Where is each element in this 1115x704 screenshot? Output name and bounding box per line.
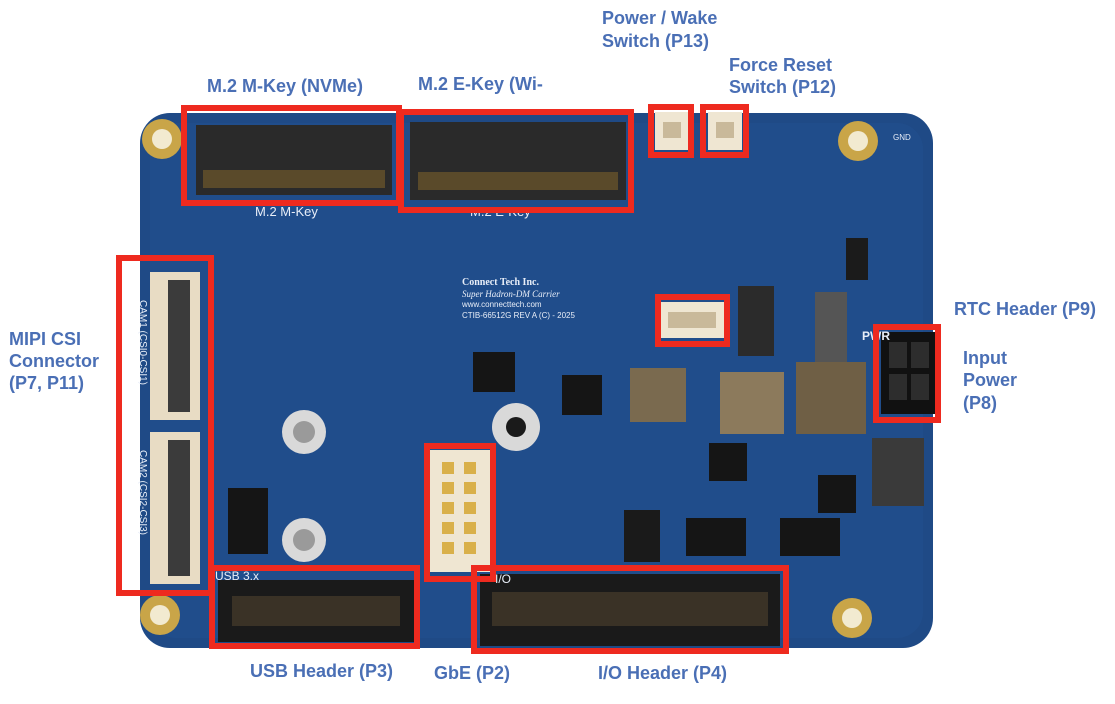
ic-2 xyxy=(562,375,602,415)
highlight-io-header xyxy=(471,565,789,654)
inductor-1 xyxy=(720,372,784,434)
standoff-1 xyxy=(282,410,326,454)
ic-7 xyxy=(780,518,840,556)
gbe-header xyxy=(430,450,490,572)
highlight-input-power xyxy=(873,324,941,423)
ic-1 xyxy=(473,352,515,392)
silk-manufacturer: Connect Tech Inc. xyxy=(462,277,539,288)
ic-10 xyxy=(738,286,774,356)
label-mipi-line2: Connector xyxy=(9,351,99,371)
ic-3 xyxy=(872,438,924,506)
jumper-pins xyxy=(624,510,660,562)
inductor-2 xyxy=(796,362,866,434)
label-m2-mkey: M.2 M-Key (NVMe) xyxy=(207,76,364,96)
label-force-reset-line1: Force Reset xyxy=(729,55,833,75)
silk-part: CTIB-66512G REV A (C) - 2025 xyxy=(462,311,575,320)
silk-cam1: CAM1 (CSI0-CSI1) xyxy=(137,300,148,385)
label-input-power-line3: (P8) xyxy=(963,393,998,413)
highlight-m2-ekey xyxy=(398,109,634,213)
label-input-power-line2: Power xyxy=(963,370,1018,390)
label-power-wake-line2: Switch (P13) xyxy=(602,31,710,51)
label-rtc-header: RTC Header (P9) xyxy=(954,299,1097,319)
highlight-rtc-header xyxy=(655,294,730,347)
ic-6 xyxy=(686,518,746,556)
silk-m2m: M.2 M-Key xyxy=(255,204,318,219)
label-mipi-line3: (P7, P11) xyxy=(9,373,85,393)
highlight-power-wake xyxy=(648,104,694,158)
highlight-mipi-csi xyxy=(116,255,214,596)
silk-io: I/O xyxy=(495,572,511,586)
highlight-gbe xyxy=(424,443,496,582)
silk-url: www.connecttech.com xyxy=(461,300,542,309)
inductor-3 xyxy=(630,368,686,422)
mounting-hole-br1 xyxy=(832,598,872,638)
label-force-reset-line2: Switch (P12) xyxy=(729,77,837,97)
ic-4 xyxy=(709,443,747,481)
label-usb-header: USB Header (P3) xyxy=(250,661,394,681)
highlight-force-reset xyxy=(700,104,749,158)
silk-gnd: GND xyxy=(893,133,911,142)
silk-cam2: CAM2 (CSI2-CSI3) xyxy=(137,450,148,535)
ic-8 xyxy=(228,488,268,554)
highlight-usb-header xyxy=(209,565,420,649)
label-power-wake-line1: Power / Wake xyxy=(602,8,718,28)
silk-usb: USB 3.x xyxy=(215,569,259,583)
label-m2-ekey: M.2 E-Key (Wi- xyxy=(418,74,543,94)
standoff-2 xyxy=(282,518,326,562)
label-gbe: GbE (P2) xyxy=(434,663,511,683)
mounting-hole-tr xyxy=(838,121,878,161)
mounting-hole-tl xyxy=(142,119,182,159)
mounting-hole-bl xyxy=(140,595,180,635)
pcb-shade xyxy=(150,123,923,638)
label-mipi-line1: MIPI CSI xyxy=(9,329,82,349)
silk-product: Super Hadron-DM Carrier xyxy=(462,289,560,299)
ic-11 xyxy=(815,292,847,362)
ic-9 xyxy=(846,238,868,280)
label-io-header: I/O Header (P4) xyxy=(598,663,728,683)
standoff-3 xyxy=(492,403,540,451)
ic-5 xyxy=(818,475,856,513)
highlight-m2-mkey xyxy=(181,105,402,206)
label-input-power-line1: Input xyxy=(963,348,1007,368)
